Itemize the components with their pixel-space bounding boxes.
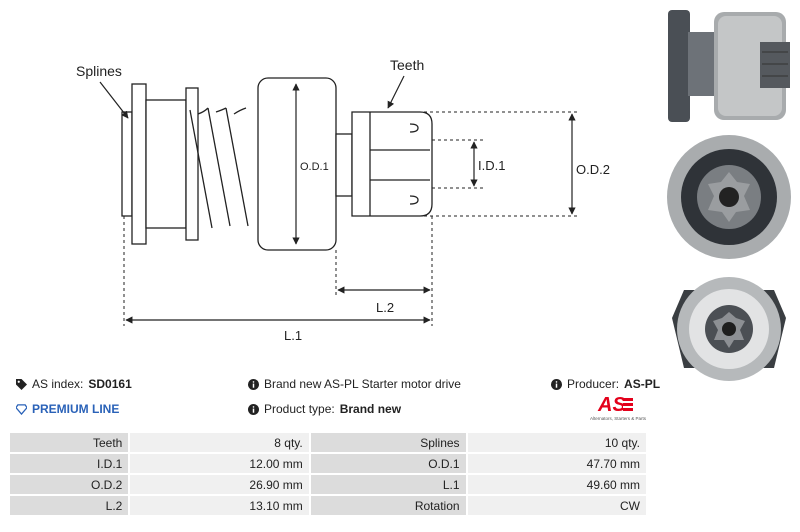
info-icon — [248, 378, 259, 390]
spec-label: L.1 — [310, 475, 466, 494]
spec-label: Splines — [310, 433, 466, 452]
spec-label: L.2 — [10, 496, 129, 515]
spec-label: Rotation — [310, 496, 466, 515]
producer: Producer: AS-PL — [551, 377, 660, 391]
product-type-label: Product type: — [264, 402, 335, 416]
label-od2: O.D.2 — [576, 162, 610, 177]
spec-value: 49.60 mm — [467, 475, 646, 494]
product-description: Brand new AS-PL Starter motor drive — [248, 377, 461, 391]
description-text: Brand new AS-PL Starter motor drive — [264, 377, 461, 391]
info-icon — [551, 378, 562, 390]
table-row: I.D.1 12.00 mm O.D.1 47.70 mm — [10, 454, 646, 473]
tag-icon — [16, 378, 27, 390]
table-row: L.2 13.10 mm Rotation CW — [10, 496, 646, 515]
premium-line-label: PREMIUM LINE — [32, 402, 120, 416]
label-teeth: Teeth — [390, 57, 424, 73]
label-splines: Splines — [76, 63, 122, 79]
as-index-value: SD0161 — [88, 377, 132, 391]
as-index: AS index: SD0161 — [16, 377, 132, 391]
spec-label: O.D.1 — [310, 454, 466, 473]
product-type-value: Brand new — [339, 402, 402, 416]
producer-label: Producer: — [567, 377, 620, 391]
specs-table: Teeth 8 qty. Splines 10 qty. I.D.1 12.00… — [8, 431, 648, 517]
product-type: Product type: Brand new — [248, 402, 401, 416]
spec-label: I.D.1 — [10, 454, 129, 473]
product-photo-back — [672, 277, 786, 381]
logo-tagline: Alternators, Starters & Parts — [590, 416, 647, 421]
technical-drawing: Splines Teeth O.D.1 I.D.1 O.D.2 L.2 L.1 — [76, 57, 610, 343]
pinion-gear — [351, 111, 433, 217]
label-id1: I.D.1 — [478, 158, 505, 173]
spec-value: 8 qty. — [130, 433, 309, 452]
spline-flange — [131, 83, 147, 245]
table-row: Teeth 8 qty. Splines 10 qty. — [10, 433, 646, 452]
info-icon — [248, 403, 259, 415]
premium-line: PREMIUM LINE — [16, 402, 119, 416]
as-pl-logo: AS Alternators, Starters & Parts — [590, 394, 650, 426]
spec-label: Teeth — [10, 433, 129, 452]
label-l1: L.1 — [284, 328, 302, 343]
spline-end — [121, 111, 133, 217]
table-row: O.D.2 26.90 mm L.1 49.60 mm — [10, 475, 646, 494]
spec-value: 12.00 mm — [130, 454, 309, 473]
spec-value: 47.70 mm — [467, 454, 646, 473]
label-l2: L.2 — [376, 300, 394, 315]
spec-value: CW — [467, 496, 646, 515]
producer-value: AS-PL — [624, 377, 661, 391]
product-photo-front — [667, 135, 791, 259]
spec-value: 10 qty. — [467, 433, 646, 452]
spec-value: 13.10 mm — [130, 496, 309, 515]
spec-label: O.D.2 — [10, 475, 129, 494]
as-index-label: AS index: — [32, 377, 84, 391]
product-photo-side — [668, 10, 790, 122]
logo-text: AS — [598, 394, 626, 416]
spec-value: 26.90 mm — [130, 475, 309, 494]
diamond-icon — [16, 403, 27, 415]
label-od1: O.D.1 — [300, 161, 329, 173]
